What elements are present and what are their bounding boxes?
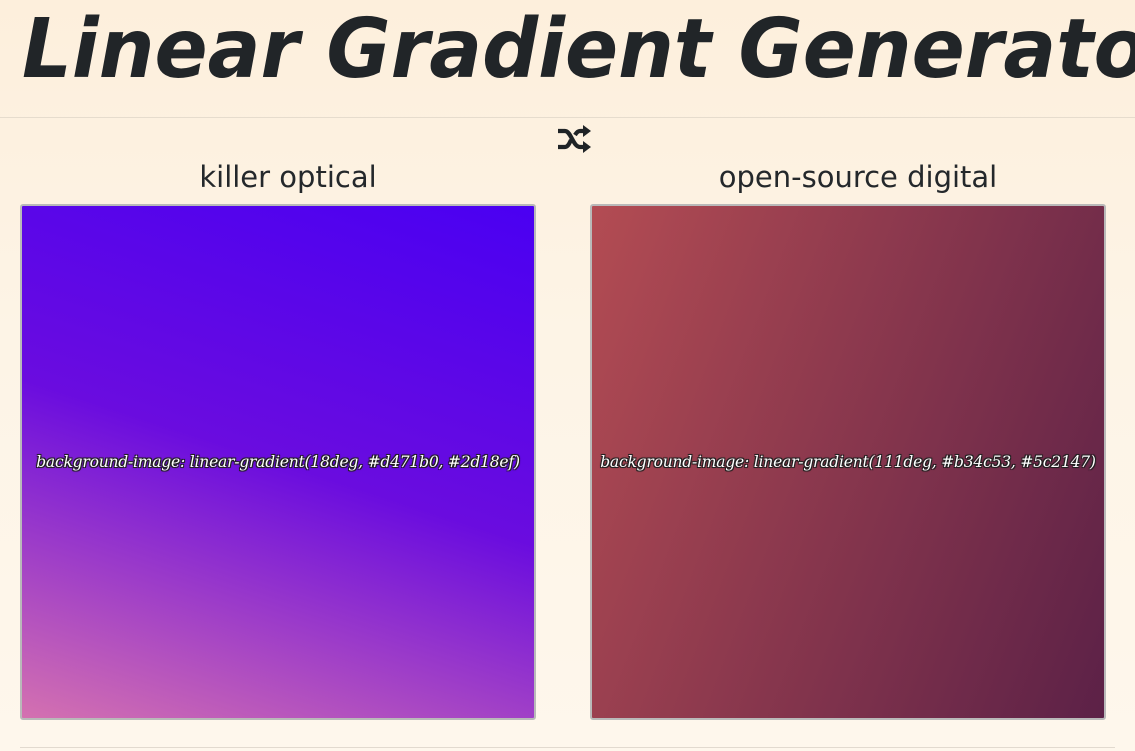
gradient-css-left[interactable]: background-image: linear-gradient(18deg,…: [36, 453, 520, 471]
shuffle-icon: [558, 125, 591, 153]
gradient-preview-right[interactable]: background-image: linear-gradient(111deg…: [590, 204, 1106, 720]
page-title: Linear Gradient Generator: [22, 2, 1135, 97]
gradient-css-right[interactable]: background-image: linear-gradient(111deg…: [600, 453, 1096, 471]
gradient-name-right: open-source digital: [718, 160, 998, 194]
shuffle-button[interactable]: [556, 122, 592, 156]
gradient-preview-left[interactable]: background-image: linear-gradient(18deg,…: [20, 204, 536, 720]
header: Linear Gradient Generator: [0, 0, 1135, 118]
gradient-name-left: killer optical: [199, 160, 377, 194]
divider: [20, 747, 1115, 748]
